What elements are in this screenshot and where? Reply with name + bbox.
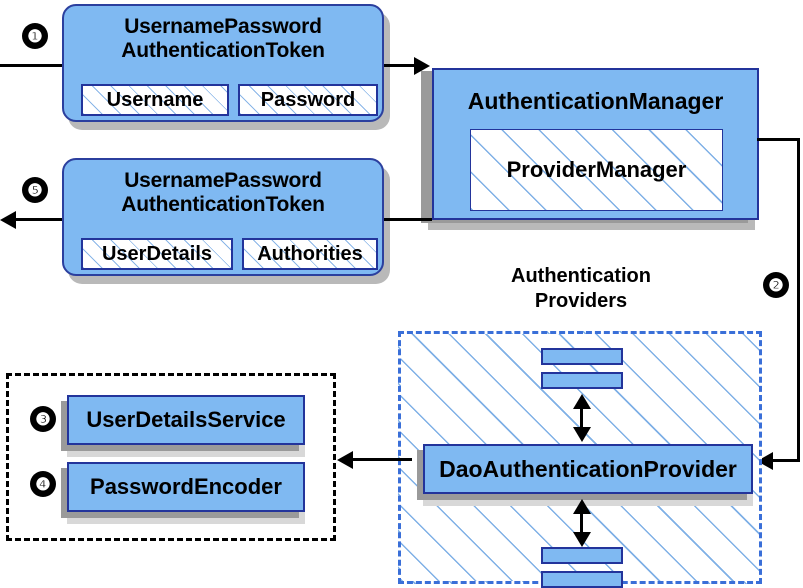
manager-to-provider-top-line	[757, 138, 800, 141]
step-badge-1: ❶	[22, 23, 48, 49]
collapsed-provider-1	[541, 348, 623, 365]
providers-group-title-line2: Providers	[534, 290, 628, 312]
manager-to-result-token-line	[384, 218, 432, 221]
authentication-manager: AuthenticationManager ProviderManager	[432, 68, 759, 220]
token-to-manager-arrowhead	[414, 57, 430, 75]
password-encoder: PasswordEncoder	[67, 462, 305, 512]
result-token-slot-authorities: Authorities	[242, 238, 378, 270]
collapsed-provider-4	[541, 571, 623, 588]
result-token-out-arrowhead	[0, 211, 16, 229]
request-token-slot-password: Password	[238, 84, 378, 116]
step-badge-2: ❷	[763, 272, 789, 298]
dao-authentication-provider: DaoAuthenticationProvider	[423, 444, 753, 494]
provider-link-top-arrow-down	[573, 427, 591, 442]
provider-manager: ProviderManager	[470, 129, 723, 211]
result-token-title-line2: AuthenticationToken	[121, 193, 325, 216]
result-token-slot-userdetails: UserDetails	[81, 238, 233, 270]
step-badge-4: ❹	[30, 471, 56, 497]
result-token: UsernamePassword AuthenticationToken Use…	[62, 158, 384, 276]
result-token-out-line	[14, 218, 72, 221]
providers-group-container: DaoAuthenticationProvider	[398, 331, 762, 588]
provider-to-support-arrowhead	[337, 451, 353, 469]
incoming-request-line	[0, 64, 72, 67]
result-token-title: UsernamePassword AuthenticationToken	[64, 167, 382, 219]
provider-link-top-line	[580, 405, 583, 430]
provider-link-bottom-line	[580, 510, 583, 535]
request-token-title: UsernamePassword AuthenticationToken	[64, 13, 382, 65]
result-token-title-line1: UsernamePassword	[124, 169, 322, 192]
collapsed-provider-3	[541, 547, 623, 564]
providers-group-title: Authentication Providers	[470, 264, 692, 314]
provider-link-bottom-arrow-down	[573, 532, 591, 547]
request-token-title-line1: UsernamePassword	[124, 15, 322, 38]
manager-to-provider-bottom-line	[770, 459, 800, 462]
request-token-slot-username: Username	[81, 84, 229, 116]
providers-group-title-line1: Authentication	[511, 265, 651, 287]
step-badge-3: ❸	[30, 406, 56, 432]
provider-link-top-arrow-up	[573, 394, 591, 409]
request-token: UsernamePassword AuthenticationToken Use…	[62, 4, 384, 122]
provider-link-bottom-arrow-up	[573, 499, 591, 514]
token-to-manager-line	[384, 64, 416, 67]
manager-to-provider-vertical-line	[797, 138, 800, 462]
provider-to-support-line	[352, 458, 412, 461]
support-group-container: ❸ UserDetailsService ❹ PasswordEncoder	[6, 373, 336, 541]
authentication-manager-label: AuthenticationManager	[467, 88, 724, 114]
step-badge-5: ❺	[22, 177, 48, 203]
user-details-service: UserDetailsService	[67, 395, 305, 445]
request-token-title-line2: AuthenticationToken	[121, 39, 325, 62]
collapsed-provider-2	[541, 372, 623, 389]
